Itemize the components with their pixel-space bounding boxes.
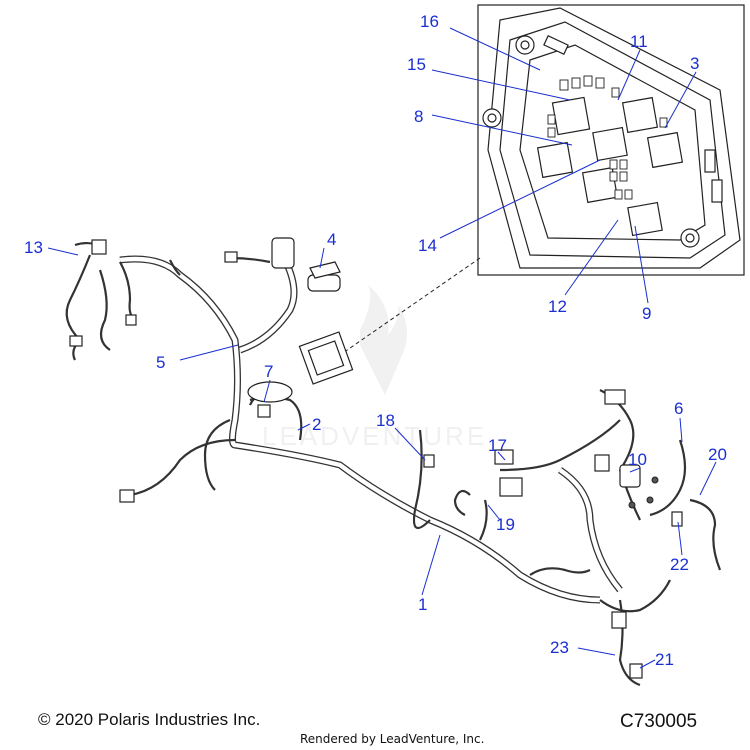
callout-19: 19 — [496, 515, 515, 534]
callout-22: 22 — [670, 555, 689, 574]
branch-wires — [65, 241, 722, 687]
callout-11: 11 — [630, 32, 648, 51]
callout-17: 17 — [488, 436, 507, 455]
callout-4: 4 — [327, 230, 336, 249]
leader-lines — [47, 27, 717, 669]
callout-9: 9 — [642, 304, 651, 323]
inset-dashed-leader — [339, 257, 481, 356]
fuse-box-detail-inset — [477, 4, 745, 276]
callout-2: 2 — [312, 415, 321, 434]
callout-18: 18 — [376, 411, 395, 430]
callout-6: 6 — [674, 399, 683, 418]
watermark-logo: LEADVENTURE — [262, 285, 487, 451]
callout-10: 10 — [628, 450, 647, 469]
callout-14: 14 — [418, 236, 437, 255]
callout-20: 20 — [708, 445, 727, 464]
callout-8: 8 — [414, 107, 423, 126]
callout-labels: 1 2 3 4 5 6 7 8 9 10 11 12 13 14 15 16 1… — [24, 12, 727, 669]
callout-5: 5 — [156, 353, 165, 372]
copyright-notice: © 2020 Polaris Industries Inc. — [38, 710, 261, 729]
callout-7: 7 — [264, 362, 273, 381]
diagram-code: C730005 — [620, 711, 698, 732]
watermark-text: LEADVENTURE — [262, 421, 487, 451]
rendered-by-credit: Rendered by LeadVenture, Inc. — [300, 732, 485, 746]
callout-13: 13 — [24, 238, 43, 257]
callout-15: 15 — [407, 55, 426, 74]
module-4 — [307, 274, 341, 292]
callout-1: 1 — [418, 595, 427, 614]
callout-12: 12 — [548, 297, 567, 316]
callout-3: 3 — [690, 54, 699, 73]
sensor-18 — [423, 454, 435, 468]
callout-16: 16 — [420, 12, 439, 31]
connector-top — [271, 237, 295, 269]
callout-23: 23 — [550, 638, 569, 657]
callout-21: 21 — [655, 650, 674, 669]
